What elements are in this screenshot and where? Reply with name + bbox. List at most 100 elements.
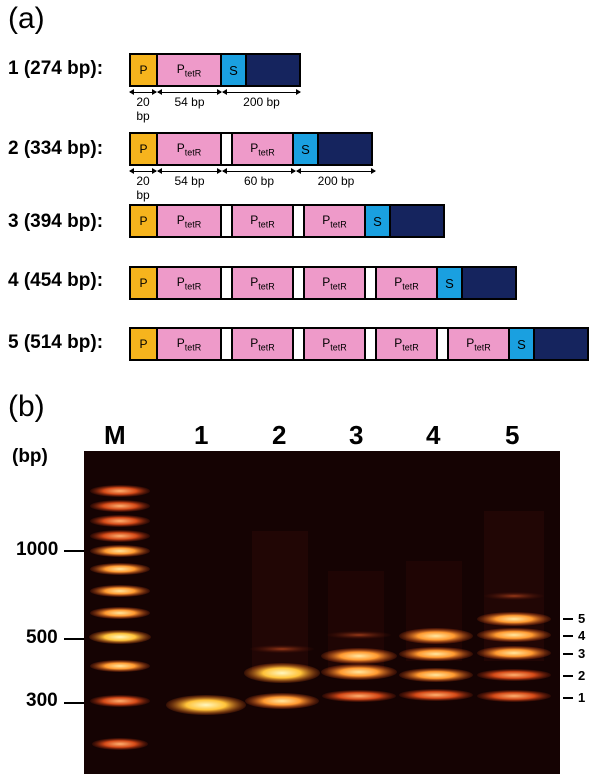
ptetr-segment: PtetR xyxy=(377,329,438,359)
band-num-2: 2 xyxy=(578,668,586,683)
panel-b-label: (b) xyxy=(8,390,45,423)
ptetr-segment: PtetR xyxy=(449,329,510,359)
ptetr-segment: PtetR xyxy=(158,268,222,298)
lane-label-3: 3 xyxy=(349,420,364,450)
ptetr-segment: PtetR xyxy=(305,206,366,236)
operator-segment xyxy=(294,206,305,236)
ptetr-segment: PtetR xyxy=(233,134,294,164)
operator-segment xyxy=(366,268,377,298)
dim-20bp: 20 bp xyxy=(129,89,157,123)
ptetr-segment: PtetR xyxy=(377,268,438,298)
marker-1000-tick xyxy=(64,550,84,552)
lane-label-1: 1 xyxy=(194,420,209,450)
s-segment: S xyxy=(510,329,535,359)
dim-60bp: 60 bp xyxy=(222,168,296,188)
lane-label-5: 5 xyxy=(505,420,520,450)
ptetr-label: PtetR xyxy=(322,274,347,292)
marker-300-label: 300 xyxy=(26,690,58,711)
panel-a-label: (a) xyxy=(8,2,45,35)
promoter-p-segment: P xyxy=(131,268,158,298)
lane5-band-5 xyxy=(477,612,551,626)
promoter-p-segment: P xyxy=(131,134,158,164)
lane2-band-1 xyxy=(245,693,319,709)
promoter-p-segment: P xyxy=(131,329,158,359)
terminator-segment xyxy=(463,268,515,298)
ptetr-label: PtetR xyxy=(250,140,275,158)
dim-row-1: 20 bp 54 bp 200 bp xyxy=(129,89,301,123)
terminator-segment xyxy=(247,55,299,85)
gel-image xyxy=(84,451,560,774)
ptetr-label: PtetR xyxy=(322,212,347,230)
row-label-5: 5 (514 bp): xyxy=(8,332,104,353)
marker-300-tick xyxy=(64,702,84,704)
lane-label-4: 4 xyxy=(426,420,441,450)
row-label-4: 4 (454 bp): xyxy=(8,270,104,291)
lane4-band-2 xyxy=(399,668,473,682)
ptetr-segment: PtetR xyxy=(233,268,294,298)
band-tick-1 xyxy=(563,697,573,699)
operator-segment xyxy=(438,329,449,359)
band-tick-2 xyxy=(563,675,573,677)
operator-segment xyxy=(366,329,377,359)
lane4-band-1 xyxy=(399,689,473,701)
ptetr-segment: PtetR xyxy=(158,134,222,164)
lane-label-2: 2 xyxy=(272,420,287,450)
operator-segment xyxy=(222,134,233,164)
row-label-3: 3 (394 bp): xyxy=(8,211,104,232)
lane5-band-4 xyxy=(477,628,551,642)
ptetr-label: PtetR xyxy=(322,335,347,353)
construct-1: P PtetR S xyxy=(129,53,301,87)
dim-200bp-2: 200 bp xyxy=(296,168,376,188)
ptetr-segment: PtetR xyxy=(305,268,366,298)
ptetr-label: PtetR xyxy=(176,61,202,79)
band-num-4: 4 xyxy=(578,628,586,643)
ptetr-segment: PtetR xyxy=(305,329,366,359)
lane5-band-2 xyxy=(477,669,551,681)
band-num-1: 1 xyxy=(578,690,586,705)
terminator-segment xyxy=(391,206,443,236)
lane-label-m: M xyxy=(104,420,126,450)
dim-20bp-2: 20 bp xyxy=(129,168,157,202)
operator-segment xyxy=(294,268,305,298)
lane3-band-2 xyxy=(321,664,397,680)
band-tick-4 xyxy=(563,635,573,637)
ptetr-segment: PtetR xyxy=(233,329,294,359)
ptetr-segment: PtetR xyxy=(158,55,222,85)
s-segment: S xyxy=(222,55,247,85)
lane2-band-2 xyxy=(244,663,320,683)
lane5-band-1 xyxy=(477,690,551,702)
lane3-band-3 xyxy=(321,648,397,664)
lane4-band-4 xyxy=(399,628,473,644)
ptetr-label: PtetR xyxy=(250,212,275,230)
lane5-band-3 xyxy=(477,646,551,660)
dim-54bp-2: 54 bp xyxy=(157,168,222,188)
band-tick-5 xyxy=(563,618,573,620)
ptetr-label: PtetR xyxy=(250,335,275,353)
marker-1000-label: 1000 xyxy=(16,539,59,560)
ptetr-label: PtetR xyxy=(250,274,275,292)
lane4-band-3 xyxy=(399,647,473,661)
operator-segment xyxy=(222,206,233,236)
unit-label: (bp) xyxy=(12,446,48,467)
ptetr-label: PtetR xyxy=(176,212,202,230)
row-label-1: 1 (274 bp): xyxy=(8,58,104,79)
lane1-band-1 xyxy=(166,695,246,715)
operator-segment xyxy=(222,329,233,359)
marker-500-label: 500 xyxy=(26,627,58,648)
promoter-p-segment: P xyxy=(131,55,158,85)
operator-segment xyxy=(294,329,305,359)
terminator-segment xyxy=(535,329,587,359)
ptetr-segment: PtetR xyxy=(233,206,294,236)
ptetr-label: PtetR xyxy=(394,274,419,292)
terminator-segment xyxy=(319,134,371,164)
ptetr-label: PtetR xyxy=(394,335,419,353)
band-num-5: 5 xyxy=(578,611,586,626)
operator-segment xyxy=(222,268,233,298)
band-tick-3 xyxy=(563,653,573,655)
s-segment: S xyxy=(366,206,391,236)
s-segment: S xyxy=(294,134,319,164)
dim-row-2: 20 bp 54 bp 60 bp 200 bp xyxy=(129,168,376,202)
